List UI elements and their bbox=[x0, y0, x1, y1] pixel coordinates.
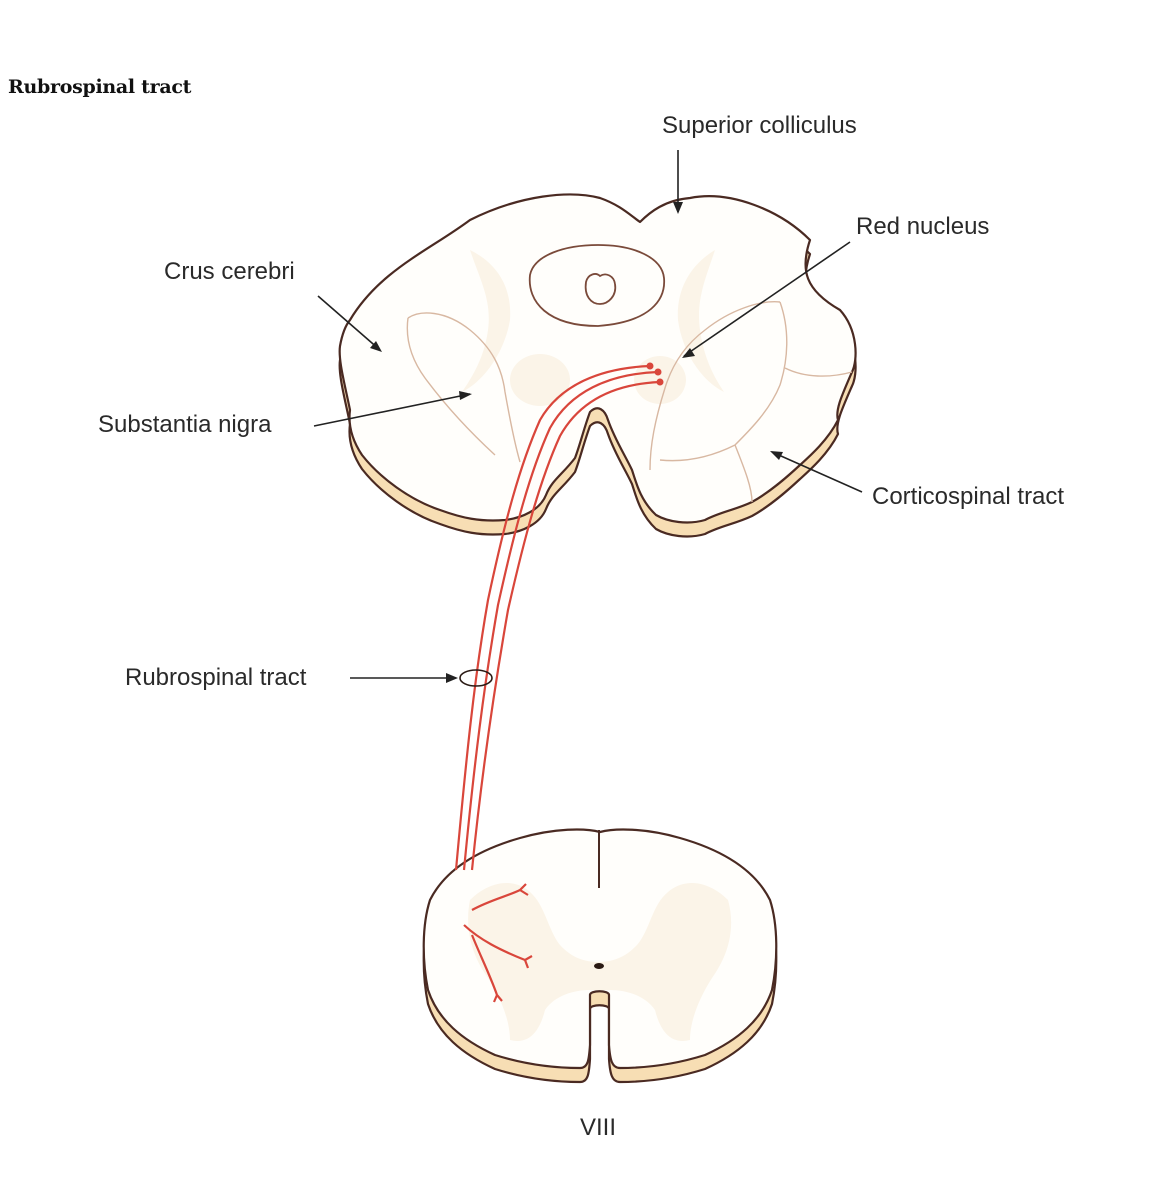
fiber-origin-3 bbox=[656, 378, 664, 386]
spinal-grey-matter bbox=[468, 882, 732, 1041]
pointer-corticospinal-tract bbox=[771, 451, 863, 493]
pointer-substantia-nigra bbox=[313, 393, 471, 427]
pointer-crus-cerebri bbox=[317, 295, 381, 351]
spinal-cord-section bbox=[422, 828, 778, 1084]
corticospinal-divider-lower bbox=[734, 444, 753, 503]
terminal-tip-1 bbox=[519, 883, 529, 896]
label-spinal-level: VIII bbox=[580, 1114, 616, 1141]
label-substantia-nigra: Substantia nigra bbox=[98, 411, 272, 438]
arrowhead-superior-colliculus bbox=[673, 202, 683, 214]
crus-boundary-right-outer bbox=[649, 301, 781, 471]
terminal-tip-3 bbox=[492, 994, 503, 1003]
rubrospinal-tract-ring bbox=[459, 669, 493, 687]
arrowhead-substantia-nigra bbox=[459, 391, 472, 400]
label-crus-cerebri: Crus cerebri bbox=[164, 258, 295, 285]
arrowhead-corticospinal-tract bbox=[770, 451, 783, 460]
fiber-origin-1 bbox=[646, 362, 654, 370]
central-canal bbox=[594, 963, 604, 969]
terminal-tip-2 bbox=[523, 955, 533, 969]
label-corticospinal-tract: Corticospinal tract bbox=[872, 483, 1064, 510]
terminal-branch-1 bbox=[471, 889, 521, 911]
terminal-branch-2 bbox=[463, 924, 526, 962]
fiber-1 bbox=[454, 364, 651, 871]
fiber-origin-2 bbox=[654, 368, 662, 376]
periaqueductal-grey bbox=[528, 244, 665, 327]
crus-boundary-left-outer bbox=[407, 312, 521, 463]
terminal-branch-3 bbox=[470, 934, 499, 996]
pointer-red-nucleus bbox=[683, 241, 851, 357]
substantia-nigra-shading-left bbox=[462, 250, 511, 392]
figure-heading: Rubrospinal tract bbox=[8, 76, 192, 98]
midbrain-section-face bbox=[338, 193, 857, 524]
fiber-2 bbox=[462, 370, 659, 871]
crus-boundary-left-inner bbox=[406, 317, 496, 456]
corticospinal-divider-upper bbox=[784, 367, 853, 377]
label-superior-colliculus: Superior colliculus bbox=[662, 112, 857, 139]
label-rubrospinal-tract: Rubrospinal tract bbox=[125, 664, 307, 691]
fiber-3 bbox=[470, 380, 661, 871]
crus-boundary-right-inner bbox=[659, 301, 788, 462]
label-red-nucleus: Red nucleus bbox=[856, 213, 989, 240]
annotations: Superior colliculus Red nucleus Crus cer… bbox=[98, 112, 1064, 1141]
rubrospinal-fibers bbox=[454, 362, 664, 1003]
red-nucleus-shading-left bbox=[510, 354, 570, 406]
arrowhead-red-nucleus bbox=[682, 348, 695, 358]
midbrain-section bbox=[338, 193, 857, 538]
substantia-nigra-shading-right bbox=[677, 250, 724, 392]
arrowhead-rubrospinal-tract bbox=[446, 673, 458, 683]
arrowhead-crus-cerebri bbox=[370, 341, 382, 352]
cerebral-aqueduct bbox=[584, 273, 617, 305]
